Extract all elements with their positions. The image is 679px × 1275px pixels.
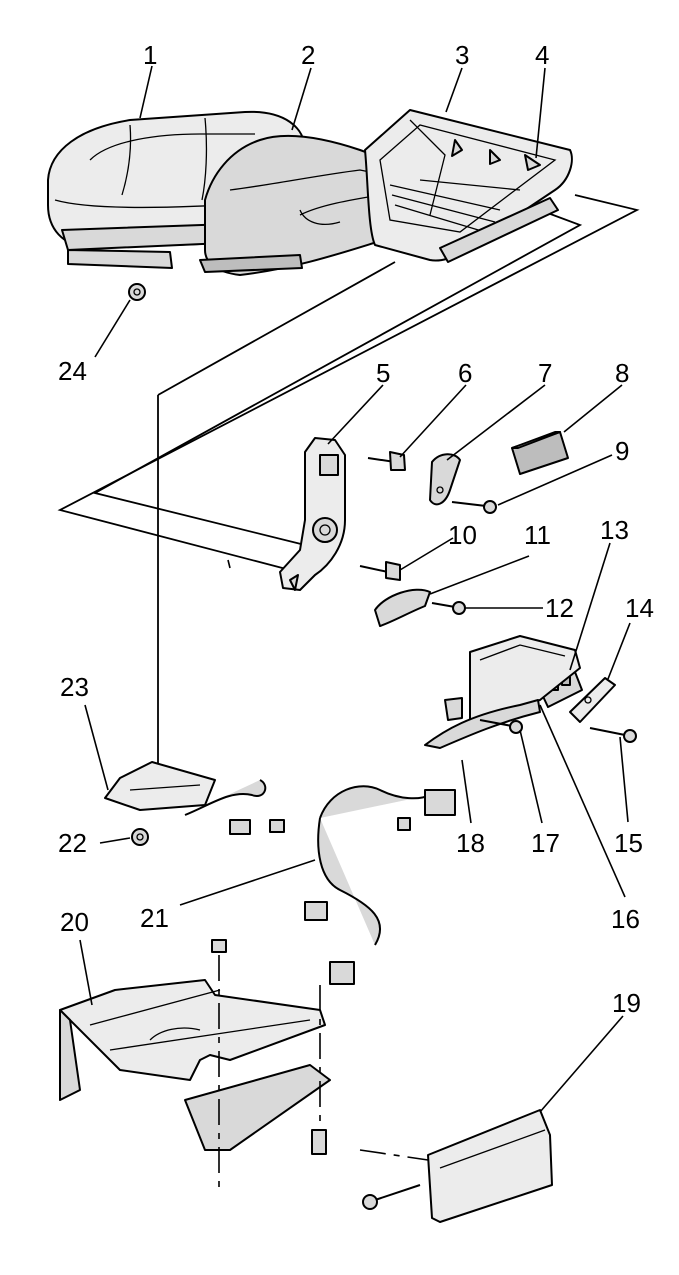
callout-8: 8: [615, 358, 629, 388]
callout-6: 6: [458, 358, 472, 388]
seat-frame: [364, 109, 573, 263]
wiring-harness: [184, 779, 456, 985]
bolt-10: [359, 561, 401, 581]
callout-labels: 1 2 3 4 5 6 7 8 9 10 11 12 13 14 15 16 1…: [58, 40, 654, 1018]
callout-14: 14: [625, 593, 654, 623]
screw-12: [431, 601, 466, 615]
screw-9: [451, 500, 497, 514]
callout-15: 15: [614, 828, 643, 858]
callout-12: 12: [545, 593, 574, 623]
callout-10: 10: [448, 520, 477, 550]
callout-24: 24: [58, 356, 87, 386]
leader-lines: [79, 65, 631, 1113]
callout-17: 17: [531, 828, 560, 858]
recliner-cover-11: [374, 588, 431, 627]
side-shield: [424, 635, 581, 749]
callout-16: 16: [611, 904, 640, 934]
callout-5: 5: [376, 358, 390, 388]
callout-4: 4: [535, 40, 549, 70]
track-bolts: [211, 939, 327, 1190]
callout-7: 7: [538, 358, 552, 388]
seat-track: [59, 979, 331, 1151]
screw-17: [479, 719, 523, 734]
bolt-6: [367, 451, 406, 471]
callout-11: 11: [524, 520, 551, 550]
callout-20: 20: [60, 907, 89, 937]
callout-2: 2: [301, 40, 315, 70]
outer-shield-19: [359, 1109, 553, 1223]
module-23: [104, 761, 216, 811]
callout-22: 22: [58, 828, 87, 858]
callout-1: 1: [143, 40, 157, 70]
callout-13: 13: [600, 515, 629, 545]
screw-15: [589, 727, 637, 743]
callout-18: 18: [456, 828, 485, 858]
recliner-bracket: [279, 437, 346, 591]
module-8: [511, 431, 569, 475]
assembly-reference-lines: [57, 194, 640, 770]
recliner-cover-7: [429, 453, 461, 506]
callout-9: 9: [615, 436, 629, 466]
nut-22: [131, 828, 149, 846]
callout-21: 21: [140, 903, 169, 933]
callout-3: 3: [455, 40, 469, 70]
bezel-14: [569, 677, 616, 723]
callout-23: 23: [60, 672, 89, 702]
nut-24: [128, 283, 146, 301]
callout-19: 19: [612, 988, 641, 1018]
screw-19: [362, 1184, 421, 1210]
